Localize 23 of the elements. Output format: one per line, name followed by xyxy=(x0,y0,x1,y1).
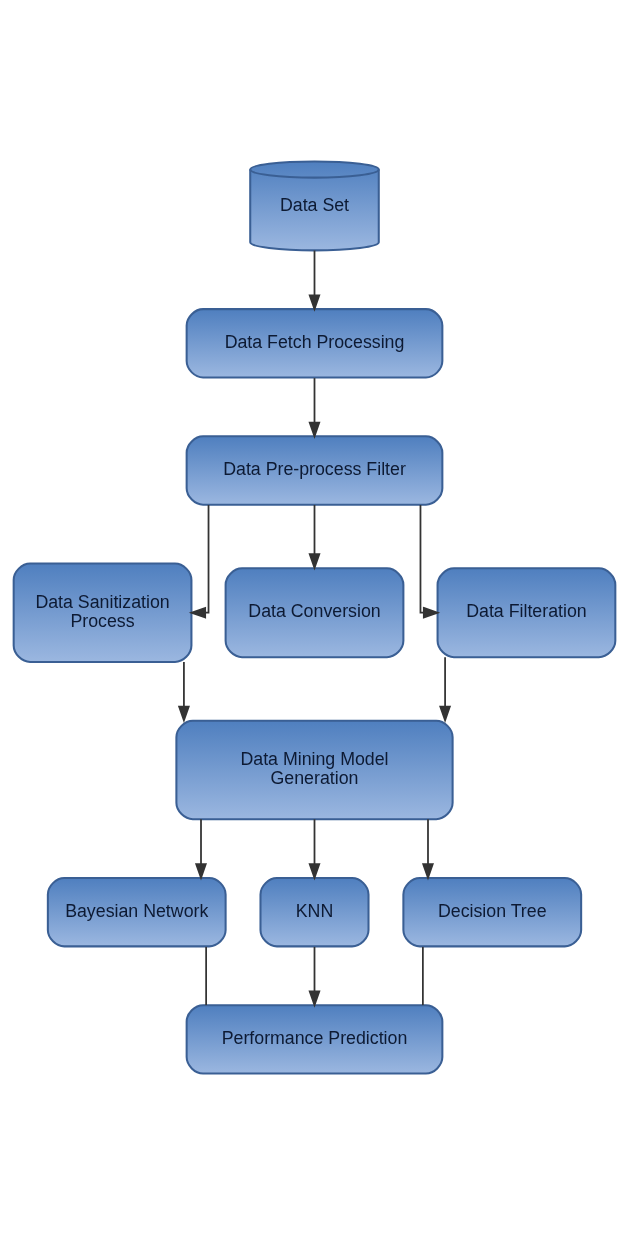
arrow xyxy=(439,656,452,723)
node-box: Data Filteration xyxy=(436,567,617,659)
arrow xyxy=(308,504,321,571)
node-box: Data Sanitization Process xyxy=(12,562,193,663)
node-box: Data Pre-process Filter xyxy=(185,435,444,506)
node-box: Performance Prediction xyxy=(185,1004,444,1075)
arrow xyxy=(194,818,208,881)
node-box: Data Conversion xyxy=(224,567,405,659)
node-box: KNN xyxy=(259,876,370,948)
arrow xyxy=(308,818,321,881)
arrow xyxy=(308,377,321,439)
arrow xyxy=(308,946,321,1008)
connector xyxy=(422,946,424,1006)
node-box: Bayesian Network xyxy=(46,876,227,948)
node-box: Data Fetch Processing xyxy=(185,308,444,379)
arrow xyxy=(421,818,435,881)
node-box: Data Mining Model Generation xyxy=(175,719,454,821)
connector xyxy=(205,946,207,1006)
arrow xyxy=(188,504,210,619)
node-box: Decision Tree xyxy=(402,876,583,948)
arrow xyxy=(419,504,441,619)
arrow xyxy=(177,661,190,723)
arrow xyxy=(308,249,321,312)
